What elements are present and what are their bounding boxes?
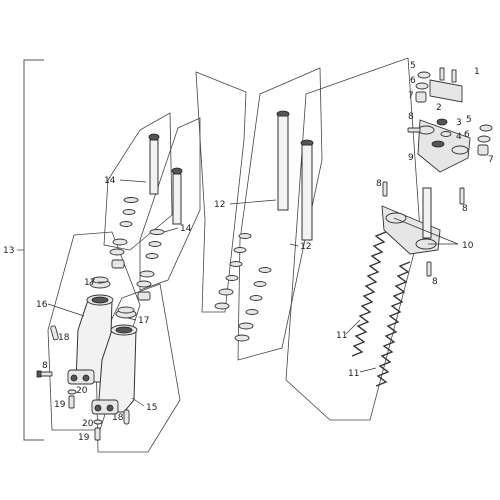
label-12b: 12 (300, 242, 311, 252)
spring-11a (351, 231, 387, 357)
label-8a: 8 (42, 361, 48, 371)
leader-17b (127, 317, 137, 321)
bolt-8-stem (459, 187, 465, 205)
leader-11b (359, 367, 377, 373)
label-18b: 18 (112, 413, 124, 423)
label-11b: 11 (348, 369, 359, 379)
spring-11b (375, 261, 411, 387)
label-20a: 20 (76, 386, 88, 396)
bushing-5-6-7-left (415, 71, 431, 103)
bolt-8-clamp-upper (382, 181, 388, 197)
washer-4 (440, 131, 452, 137)
label-8b: 8 (376, 179, 382, 189)
bolt-8-left (36, 370, 53, 378)
seal-17-right (115, 306, 137, 319)
label-14b: 14 (180, 224, 192, 234)
leader-14a (119, 179, 147, 183)
label-13: 13 (3, 246, 14, 256)
label-1: 1 (474, 67, 480, 77)
label-7a: 7 (408, 91, 414, 101)
bolt-8-clamp-lower (426, 261, 432, 277)
leader-10a (393, 217, 459, 245)
label-14a: 14 (104, 176, 116, 186)
label-17b: 17 (138, 316, 149, 326)
frame-tube-12b (237, 67, 323, 361)
label-4: 4 (456, 132, 462, 142)
label-8-top: 8 (408, 112, 414, 122)
label-9: 9 (408, 153, 414, 163)
handlebar-clamp-1-2 (429, 67, 463, 103)
bushing-5-6-7-right (477, 124, 493, 156)
washer-20-right (93, 419, 103, 425)
leader-16 (47, 303, 85, 317)
leader-14b (163, 227, 179, 233)
frame-springs (285, 57, 421, 421)
pin-18-right (123, 409, 130, 425)
damper-rod-14b (136, 167, 183, 301)
label-5b: 5 (466, 115, 472, 125)
group-13-bracket (23, 59, 44, 441)
leader-15 (131, 397, 145, 407)
leader-12b (289, 243, 299, 247)
frame-damper-14a (103, 112, 173, 251)
label-5a: 5 (410, 61, 416, 71)
bolt-8-top (407, 127, 421, 133)
inner-tube-12b (234, 139, 314, 342)
label-6a: 6 (410, 76, 416, 86)
label-10: 10 (462, 241, 474, 251)
frame-damper-14b (139, 117, 201, 291)
label-3: 3 (456, 118, 462, 128)
label-8d: 8 (462, 204, 468, 214)
label-16: 16 (36, 300, 48, 310)
bolt-19-left (68, 395, 75, 409)
leader-11a (345, 319, 361, 335)
inner-tube-12a (214, 110, 290, 310)
label-19b: 19 (78, 433, 90, 443)
label-7b: 7 (488, 155, 494, 165)
frame-tube-12a (195, 71, 247, 313)
pin-18-left (50, 325, 59, 341)
leader-12a (229, 199, 277, 205)
label-6b: 6 (464, 130, 470, 140)
label-19a: 19 (54, 400, 66, 410)
nut-3 (436, 118, 448, 126)
damper-rod-14a (109, 133, 160, 269)
label-12a: 12 (214, 200, 225, 210)
label-18a: 18 (58, 333, 70, 343)
label-8c: 8 (432, 277, 438, 287)
label-2: 2 (436, 103, 442, 113)
fork-leg-right (91, 324, 138, 415)
washer-20-left (67, 389, 77, 395)
bolt-19-right (94, 427, 101, 441)
label-17a: 17 (84, 278, 95, 288)
label-11a: 11 (336, 331, 347, 341)
label-20b: 20 (82, 419, 94, 429)
label-15: 15 (146, 403, 157, 413)
lower-triple-clamp (381, 187, 441, 255)
upper-triple-clamp (417, 119, 471, 173)
